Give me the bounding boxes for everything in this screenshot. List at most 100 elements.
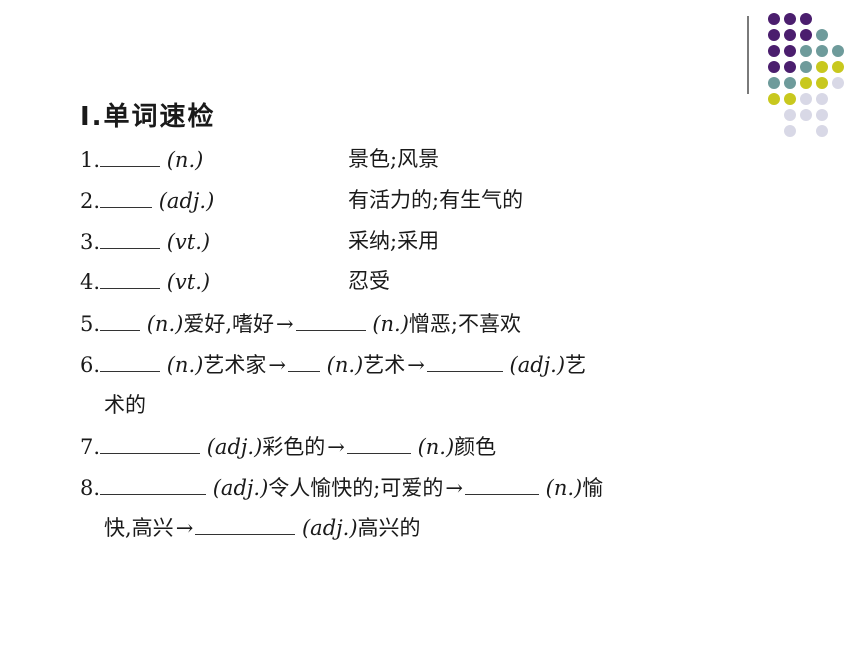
item-5: 5. (n.)爱好,嗜好→ (n.)憎恶;不喜欢 <box>80 308 521 339</box>
decorative-dot <box>800 77 812 89</box>
meaning: 景色;风景 <box>348 147 440 171</box>
answer-blank[interactable] <box>100 472 207 495</box>
part-of-speech: (n.) <box>326 353 364 377</box>
decorative-dot <box>832 45 844 57</box>
part-of-speech: (n.) <box>417 435 455 459</box>
item-number: 4. <box>80 270 101 294</box>
part-of-speech: (vt.) <box>166 270 211 294</box>
hint-text: 爱好,嗜好 <box>183 312 275 336</box>
answer-blank[interactable] <box>195 512 296 535</box>
item-number: 3. <box>80 230 101 254</box>
part-of-speech: (n.) <box>545 476 583 500</box>
decorative-dot <box>768 29 780 41</box>
hint-text: 高兴的 <box>357 516 421 540</box>
decorative-dot <box>816 125 828 137</box>
hint-text: 艺 <box>565 353 587 377</box>
hint-text: 彩色的 <box>262 435 326 459</box>
decorative-dot <box>800 13 812 25</box>
meaning: 采纳;采用 <box>348 229 440 253</box>
decorative-dot <box>816 45 828 57</box>
item-6: 6. (n.)艺术家→ (n.)艺术→ (adj.)艺 <box>80 349 586 380</box>
hint-text: 快,高兴 <box>104 516 174 540</box>
decorative-dot <box>832 77 844 89</box>
hint-text: 颜色 <box>454 435 497 459</box>
decorative-dot <box>768 77 780 89</box>
answer-blank[interactable] <box>100 185 153 208</box>
hint-text: 令人愉快的;可爱的 <box>268 476 444 500</box>
item-1: 1. (n.) 景色;风景 <box>80 144 439 175</box>
decorative-dot <box>784 109 796 121</box>
part-of-speech: (adj.) <box>158 189 215 213</box>
answer-blank[interactable] <box>100 349 161 372</box>
item-number: 5. <box>80 312 101 336</box>
decorative-dots <box>747 13 844 137</box>
arrow-icon: → <box>276 312 294 336</box>
answer-blank[interactable] <box>464 472 539 495</box>
decorative-dot <box>768 61 780 73</box>
item-number: 2. <box>80 189 101 213</box>
arrow-icon: → <box>175 516 194 540</box>
decorative-dot <box>800 45 812 57</box>
item-2: 2. (adj.) 有活力的;有生气的 <box>80 185 523 216</box>
item-8: 8. (adj.)令人愉快的;可爱的→ (n.)愉 <box>80 472 603 503</box>
decorative-dot <box>768 13 780 25</box>
decorative-dot <box>816 61 828 73</box>
part-of-speech: (adj.) <box>206 435 263 459</box>
answer-blank[interactable] <box>287 349 320 372</box>
part-of-speech: (adj.) <box>212 476 269 500</box>
answer-blank[interactable] <box>100 266 161 289</box>
answer-blank[interactable] <box>426 349 503 372</box>
part-of-speech: (n.) <box>146 312 184 336</box>
decorative-dot <box>784 61 796 73</box>
arrow-icon: → <box>445 476 463 500</box>
item-7: 7. (adj.)彩色的→ (n.)颜色 <box>80 431 496 462</box>
decorative-dot <box>800 61 812 73</box>
item-number: 6. <box>80 353 101 377</box>
decorative-dot <box>768 93 780 105</box>
decorative-dot <box>832 61 844 73</box>
item-4: 4. (vt.) 忍受 <box>80 266 390 297</box>
item-number: 1. <box>80 148 101 172</box>
answer-blank[interactable] <box>100 226 161 249</box>
arrow-icon: → <box>268 353 286 377</box>
part-of-speech: (n.) <box>166 353 204 377</box>
decorative-dot <box>784 125 796 137</box>
decorative-dot <box>784 45 796 57</box>
arrow-icon: → <box>407 353 425 377</box>
decorative-dot <box>816 109 828 121</box>
part-of-speech: (adj.) <box>301 516 358 540</box>
hint-text: 术的 <box>104 393 146 417</box>
item-8-continued: 快,高兴→ (adj.)高兴的 <box>104 512 421 543</box>
answer-blank[interactable] <box>100 144 161 167</box>
hint-text: 憎恶;不喜欢 <box>408 312 521 336</box>
hint-text: 艺术 <box>363 353 406 377</box>
part-of-speech: (adj.) <box>509 353 566 377</box>
decorative-dot <box>768 45 780 57</box>
decorative-dot <box>784 29 796 41</box>
hint-text: 愉 <box>582 476 604 500</box>
decorative-dot <box>800 93 812 105</box>
meaning: 有活力的;有生气的 <box>348 188 524 212</box>
hint-text: 艺术家 <box>203 353 267 377</box>
item-number: 7. <box>80 435 101 459</box>
item-3: 3. (vt.) 采纳;采用 <box>80 226 439 257</box>
decorative-dot <box>784 13 796 25</box>
answer-blank[interactable] <box>346 431 411 454</box>
decorative-dot <box>784 77 796 89</box>
answer-blank[interactable] <box>100 431 201 454</box>
arrow-icon: → <box>327 435 345 459</box>
decorative-dot <box>816 29 828 41</box>
part-of-speech: (n.) <box>372 312 409 336</box>
item-6-continued: 术的 <box>104 390 146 420</box>
decorative-dot <box>816 77 828 89</box>
item-number: 8. <box>80 476 101 500</box>
part-of-speech: (vt.) <box>166 230 211 254</box>
decorative-dot <box>816 93 828 105</box>
meaning: 忍受 <box>348 269 390 293</box>
answer-blank[interactable] <box>295 308 366 331</box>
section-title: Ⅰ.单词速检 <box>80 102 216 132</box>
part-of-speech: (n.) <box>166 148 204 172</box>
answer-blank[interactable] <box>100 308 141 331</box>
decorative-dot <box>784 93 796 105</box>
decorative-dot <box>800 109 812 121</box>
